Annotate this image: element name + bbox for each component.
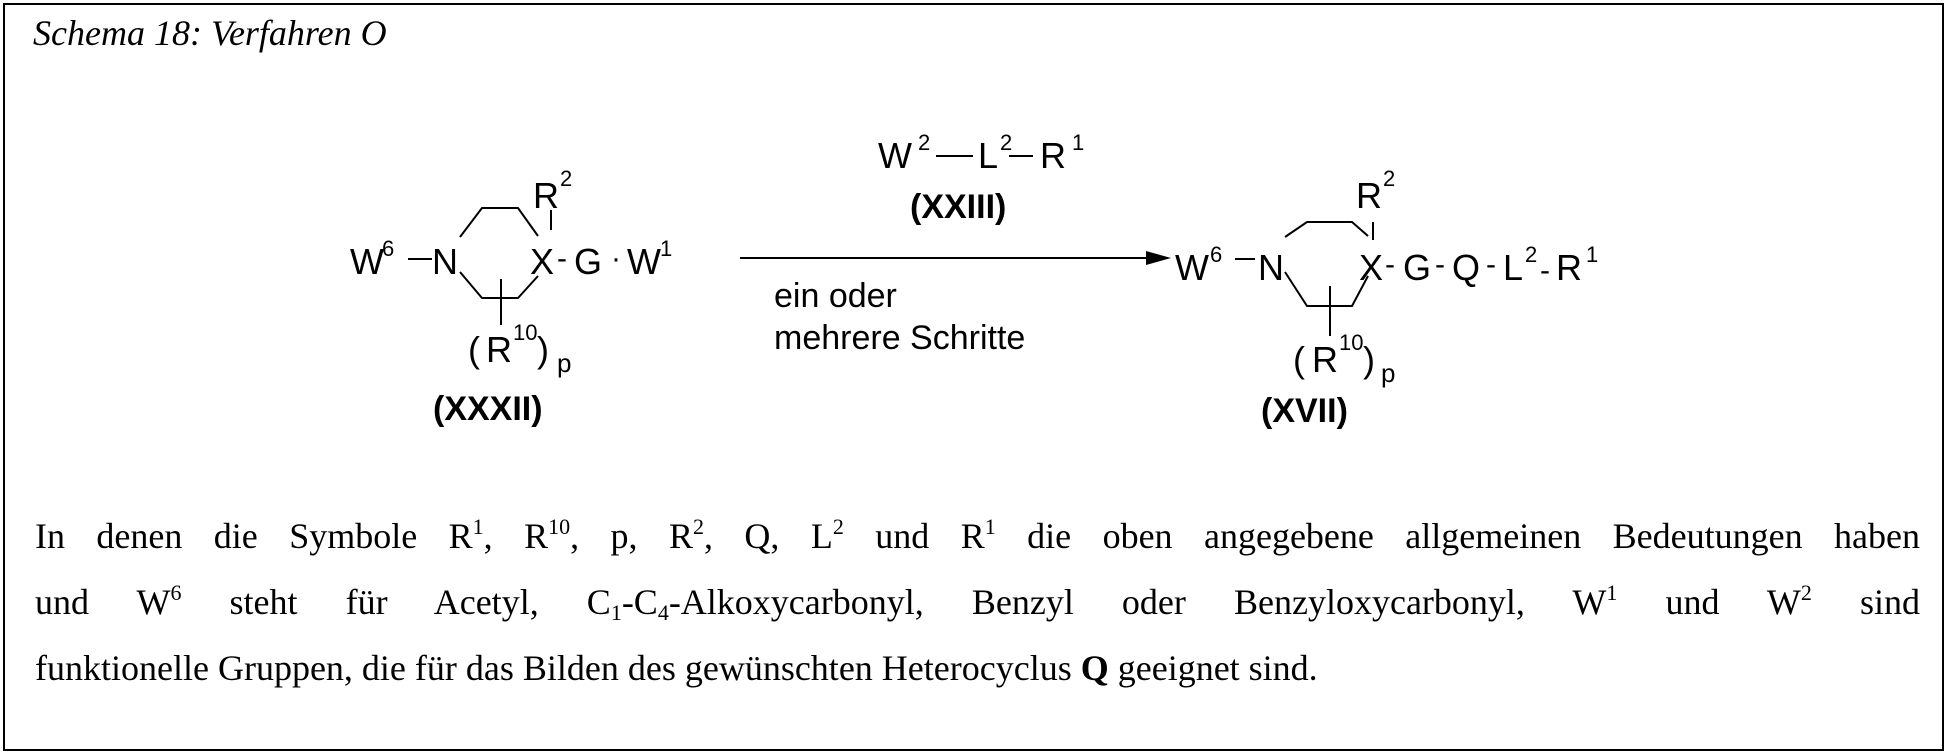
reactant-r10-open: ( (468, 329, 480, 370)
product-dash-2: - (1435, 248, 1445, 281)
reactant-r10-sup: 10 (513, 320, 537, 345)
product-r1: R (1556, 247, 1582, 288)
reagent-r1: R (1040, 135, 1066, 176)
conditions-line-1: ein oder (774, 277, 897, 315)
reagent-w2: W (878, 135, 912, 176)
reactant-w6-sup: 6 (382, 236, 394, 261)
product-r10-close: ) (1363, 339, 1375, 380)
product-r2-sup: 2 (1383, 166, 1395, 191)
reaction-arrowhead (1146, 251, 1171, 265)
description-paragraph: In denen die Symbole R1, R10, p, R2, Q, … (35, 503, 1920, 701)
product-g: G (1403, 247, 1431, 288)
reactant-dash-2: · (611, 242, 621, 275)
product-q: Q (1452, 247, 1480, 288)
reactant-ring (460, 208, 538, 298)
reactant-w1: W (627, 241, 661, 282)
reactant-n: N (432, 241, 458, 282)
reagent-l2: L (978, 135, 998, 176)
product-r10-sup: 10 (1339, 330, 1363, 355)
product-dash-1: - (1385, 248, 1395, 281)
product-l2: L (1503, 247, 1523, 288)
product-dash-4: - (1540, 254, 1550, 287)
reactant-r2-sup: 2 (560, 166, 572, 191)
product-r1-sup: 1 (1586, 242, 1598, 267)
reagent-w2-sup: 2 (918, 130, 930, 155)
reactant-r10-close: ) (537, 329, 549, 370)
product-r2: R (1356, 175, 1382, 216)
product-w6-sup: 6 (1210, 242, 1222, 267)
product-w6: W (1175, 247, 1209, 288)
description-line-1: In denen die Symbole R1, R10, p, R2, Q, … (35, 503, 1920, 569)
product-r10: R (1312, 339, 1338, 380)
product-r10-open: ( (1293, 339, 1305, 380)
conditions-line-2: mehrere Schritte (774, 319, 1025, 357)
reagent-r1-sup: 1 (1072, 130, 1084, 155)
product-n: N (1258, 247, 1284, 288)
reactant-w6: W (350, 241, 384, 282)
reactant-w1-sup: 1 (660, 236, 672, 261)
reactant-dash-1: - (557, 242, 567, 275)
reactant-r2: R (533, 175, 559, 216)
reagent-label: (XXIII) (910, 188, 1006, 226)
reaction-scheme: W 6 N X R 2 - G · W 1 ( R 10 ) p (XXXII)… (0, 0, 1949, 500)
product-x: X (1359, 247, 1383, 288)
reactant-label: (XXXII) (433, 390, 543, 428)
product-p: p (1381, 358, 1395, 388)
product-dash-3: - (1486, 248, 1496, 281)
description-line-2: und W6 steht für Acetyl, C1-C4-Alkoxycar… (35, 569, 1920, 635)
reagent-l2-sup: 2 (1000, 130, 1012, 155)
product-l2-sup: 2 (1525, 242, 1537, 267)
product-label: (XVII) (1261, 392, 1348, 430)
reactant-p: p (557, 348, 571, 378)
reactant-g: G (574, 241, 602, 282)
description-line-3: funktionelle Gruppen, die für das Bilden… (35, 635, 1920, 701)
reactant-r10: R (486, 329, 512, 370)
product-ring (1285, 222, 1368, 306)
reactant-x: X (530, 241, 554, 282)
